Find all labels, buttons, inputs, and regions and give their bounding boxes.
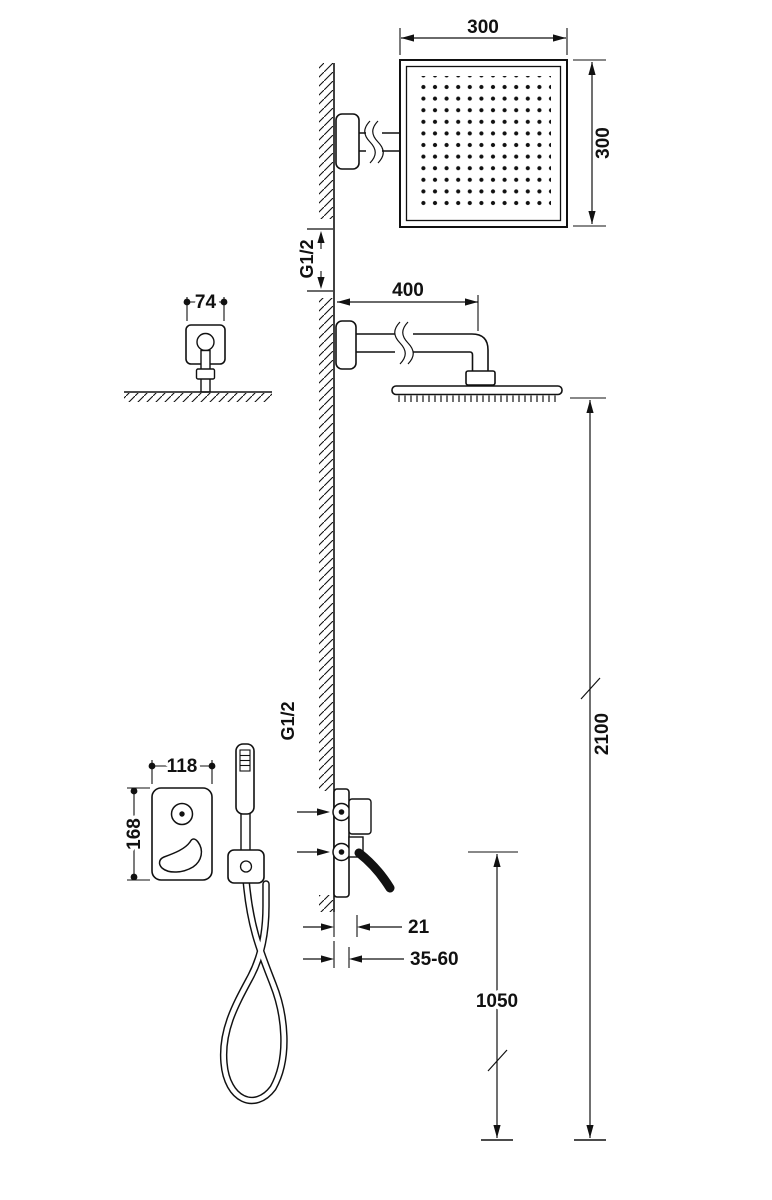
shower-arm-front-view	[335, 320, 496, 386]
dim-label-arm-length: 400	[392, 280, 424, 301]
mixer-front-view	[151, 787, 213, 881]
handshower-wand	[235, 743, 255, 815]
dimension-wall-offset: 21	[303, 912, 430, 938]
dimension-overall-height: 2100	[570, 397, 613, 1141]
dimension-head-width: 300	[399, 17, 568, 55]
dimension-mixer-width: 118	[148, 753, 216, 784]
dim-label-head-width: 300	[467, 17, 499, 38]
dim-label-recess-depth: 35-60	[410, 949, 459, 970]
shower-arm-plan-view	[335, 113, 400, 170]
break-slash	[580, 677, 601, 700]
dimension-arm-length: 400	[337, 280, 479, 331]
wall-union-detail	[124, 324, 272, 402]
dimension-head-depth: 300	[573, 59, 614, 227]
thread-label-mixer: G1/2	[278, 701, 298, 740]
dimension-recess-depth: 35-60	[303, 941, 459, 970]
spray-nozzles	[398, 395, 556, 402]
thread-connection-top: G1/2	[297, 228, 333, 292]
pipe-break-symbol	[394, 321, 406, 365]
dim-label-wall-offset: 21	[408, 917, 430, 938]
hand-shower	[219, 743, 288, 1104]
dim-label-mixer-floor-height: 1050	[476, 991, 518, 1012]
thread-label-top: G1/2	[297, 239, 317, 278]
supply-connections: G1/2	[278, 701, 330, 856]
cartridge-housing	[348, 798, 372, 835]
dim-label-head-depth: 300	[593, 127, 614, 159]
dim-label-union-width: 74	[195, 292, 217, 313]
hose-inner	[221, 876, 287, 1103]
dim-label-overall-height: 2100	[592, 713, 613, 755]
dimension-mixer-height: 168	[121, 787, 150, 881]
pipe-break-symbol	[364, 120, 376, 164]
shower-head-plan-view	[399, 59, 568, 228]
shower-head-side-view	[391, 385, 563, 402]
hose-connector	[240, 811, 251, 853]
dim-label-mixer-width: 118	[167, 756, 198, 777]
mixer-lever-side	[354, 848, 395, 893]
dimension-union-width: 74	[183, 289, 228, 321]
break-slash	[487, 1049, 508, 1072]
mixer-lever-front	[158, 838, 203, 873]
wall-section	[319, 63, 335, 912]
dimension-mixer-floor-height: 1050	[468, 851, 522, 1141]
nozzle-dot-grid	[416, 76, 551, 211]
mixer-side-view	[318, 788, 395, 898]
dim-label-mixer-height: 168	[124, 818, 145, 850]
